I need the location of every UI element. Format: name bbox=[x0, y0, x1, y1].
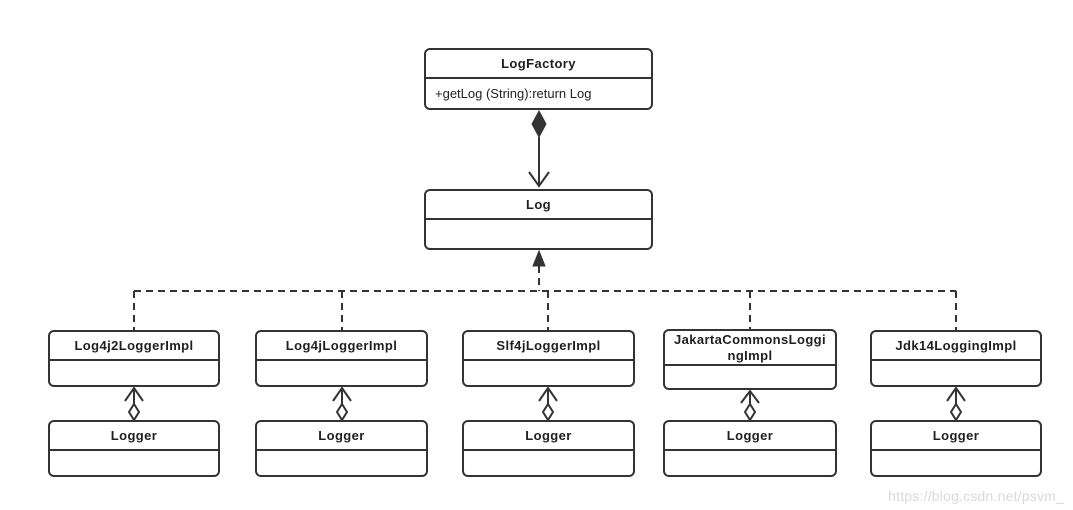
open-arrowhead-icon bbox=[538, 386, 558, 402]
aggregation-logger-log4j2 bbox=[124, 386, 144, 422]
class-log: Log bbox=[424, 189, 653, 250]
class-title: Logger bbox=[872, 422, 1040, 451]
composition-logfactory-log bbox=[528, 109, 550, 188]
class-body-empty bbox=[872, 451, 1040, 475]
class-logfactory: LogFactory +getLog (String):return Log bbox=[424, 48, 653, 110]
class-logger-3: Logger bbox=[462, 420, 635, 477]
class-slf4jloggerimpl: Slf4jLoggerImpl bbox=[462, 330, 635, 387]
class-title: Slf4jLoggerImpl bbox=[464, 332, 633, 361]
class-title: Log4jLoggerImpl bbox=[257, 332, 426, 361]
aggregation-logger-jakarta bbox=[740, 389, 760, 422]
class-logger-5: Logger bbox=[870, 420, 1042, 477]
hollow-diamond-icon bbox=[335, 402, 349, 422]
aggregation-logger-jdk14 bbox=[946, 386, 966, 422]
class-body-empty bbox=[665, 366, 835, 388]
class-title: Logger bbox=[257, 422, 426, 451]
open-arrowhead-icon bbox=[528, 171, 550, 188]
class-log4j2loggerimpl: Log4j2LoggerImpl bbox=[48, 330, 220, 387]
class-logger-2: Logger bbox=[255, 420, 428, 477]
class-log4jloggerimpl: Log4jLoggerImpl bbox=[255, 330, 428, 387]
hollow-diamond-icon bbox=[743, 402, 757, 422]
class-body-empty bbox=[50, 451, 218, 475]
class-body-empty bbox=[464, 361, 633, 385]
open-arrowhead-icon bbox=[124, 386, 144, 402]
class-body-empty bbox=[872, 361, 1040, 385]
open-arrowhead-icon bbox=[740, 389, 760, 404]
class-title: Logger bbox=[464, 422, 633, 451]
hollow-diamond-icon bbox=[541, 402, 555, 422]
watermark-url: https://blog.csdn.net/psvm_ bbox=[888, 488, 1064, 504]
open-arrowhead-icon bbox=[332, 386, 352, 402]
aggregation-logger-log4j bbox=[332, 386, 352, 422]
class-title: Logger bbox=[665, 422, 835, 451]
class-title: Log4j2LoggerImpl bbox=[50, 332, 218, 361]
class-body-empty bbox=[426, 220, 651, 248]
hollow-diamond-icon bbox=[949, 402, 963, 422]
filled-arrowhead-icon bbox=[532, 249, 546, 267]
class-title: Log bbox=[426, 191, 651, 220]
class-title: JakartaCommonsLoggingImpl bbox=[665, 331, 835, 366]
class-body-empty bbox=[464, 451, 633, 475]
class-logger-4: Logger bbox=[663, 420, 837, 477]
class-body-empty bbox=[257, 361, 426, 385]
class-logger-1: Logger bbox=[48, 420, 220, 477]
class-jdk14loggingimpl: Jdk14LoggingImpl bbox=[870, 330, 1042, 387]
hollow-diamond-icon bbox=[127, 402, 141, 422]
class-jakartacommonsloggingimpl: JakartaCommonsLoggingImpl bbox=[663, 329, 837, 390]
open-arrowhead-icon bbox=[946, 386, 966, 402]
realization-impls-log bbox=[133, 249, 957, 330]
class-method: +getLog (String):return Log bbox=[435, 86, 592, 101]
class-body-empty bbox=[665, 451, 835, 475]
aggregation-logger-slf4j bbox=[538, 386, 558, 422]
class-body-empty bbox=[257, 451, 426, 475]
class-title: Jdk14LoggingImpl bbox=[872, 332, 1040, 361]
filled-diamond-icon bbox=[531, 109, 547, 139]
class-title: LogFactory bbox=[426, 50, 651, 79]
class-body-empty bbox=[50, 361, 218, 385]
class-title: Logger bbox=[50, 422, 218, 451]
